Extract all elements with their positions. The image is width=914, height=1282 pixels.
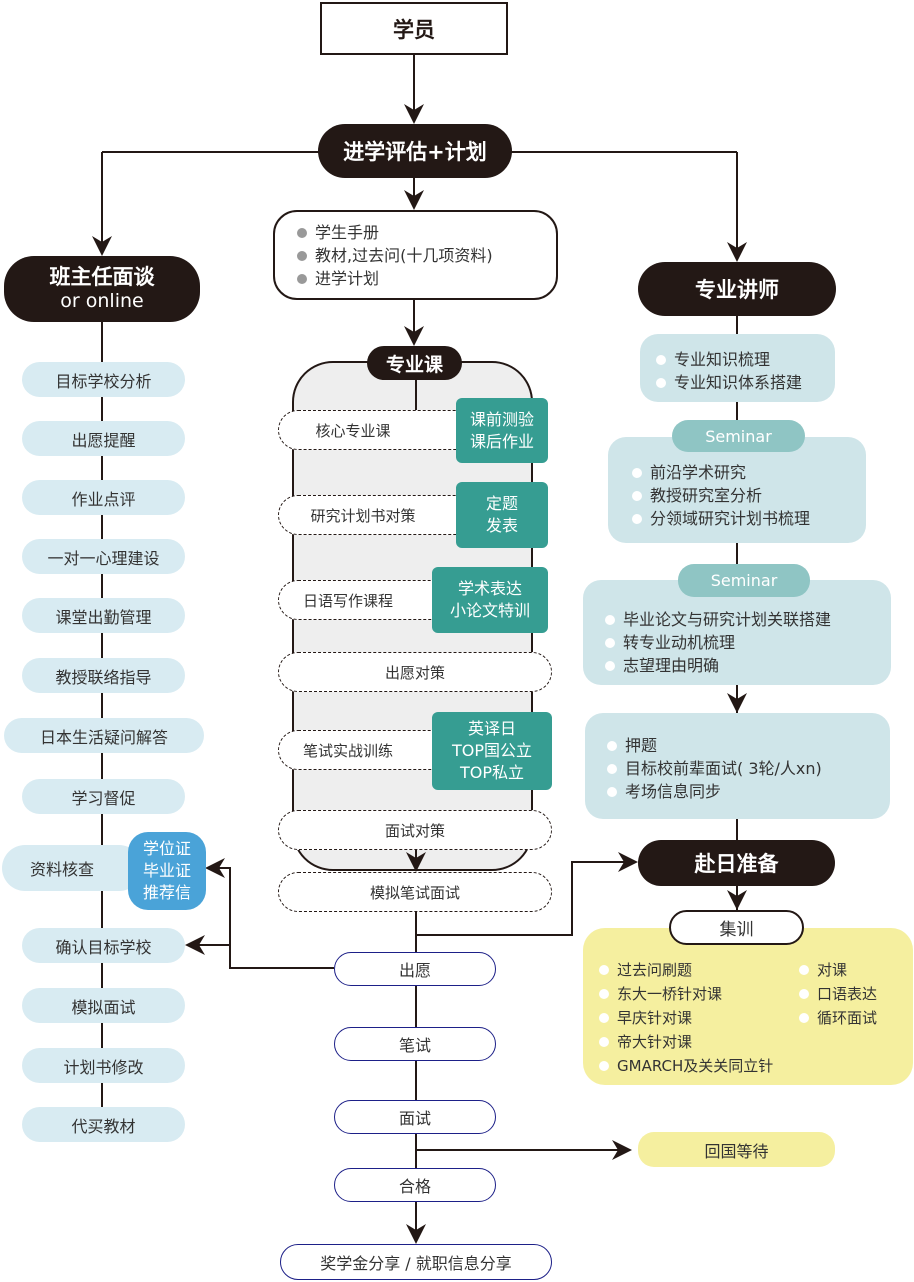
flow-written: 笔试 bbox=[334, 1027, 496, 1061]
list-item: 早庆针对课 bbox=[595, 1006, 795, 1030]
list-item: 毕业论文与研究计划关联搭建 bbox=[601, 608, 831, 631]
step-interview: 面试对策 bbox=[278, 810, 552, 850]
list-item: 东大一桥针对课 bbox=[595, 982, 795, 1006]
left-item: 作业点评 bbox=[22, 480, 185, 515]
list-item: 学生手册 bbox=[293, 221, 493, 244]
left-item: 代买教材 bbox=[22, 1107, 185, 1142]
flow-apply: 出愿 bbox=[334, 952, 496, 986]
left-item: 一对一心理建设 bbox=[22, 539, 185, 574]
list-item: 前沿学术研究 bbox=[628, 461, 810, 484]
list-item: 进学计划 bbox=[293, 267, 493, 290]
list-item: 英译日 bbox=[467, 719, 516, 738]
assessment-pill: 进学评估+计划 bbox=[318, 124, 512, 178]
callout-plan: 定题发表 bbox=[456, 482, 548, 548]
lecturer-pill: 专业讲师 bbox=[638, 262, 836, 316]
list-item: 学位证 bbox=[142, 839, 191, 858]
list-item: 志望理由明确 bbox=[601, 654, 831, 677]
list-item: 帝大针对课 bbox=[595, 1030, 795, 1054]
left-item: 学习督促 bbox=[22, 779, 185, 814]
left-item: 课堂出勤管理 bbox=[22, 598, 185, 633]
list-item: 分领域研究计划书梳理 bbox=[628, 507, 810, 530]
list-item: 推荐信 bbox=[142, 883, 191, 902]
list-item: 小论文特训 bbox=[449, 601, 530, 620]
list-item: 转专业动机梳理 bbox=[601, 631, 831, 654]
left-item: 教授联络指导 bbox=[22, 658, 185, 693]
major-course-pill: 专业课 bbox=[367, 346, 462, 380]
docs-callout: 学位证毕业证推荐信 bbox=[128, 832, 206, 910]
training-pill: 集训 bbox=[669, 910, 804, 945]
callout-writing: 学术表达小论文特训 bbox=[432, 567, 548, 633]
japan-prep-pill: 赴日准备 bbox=[638, 840, 835, 886]
list-item: 专业知识梳理 bbox=[652, 348, 802, 371]
list-item: 课前测验 bbox=[469, 409, 534, 429]
callout-core: 课前测验课后作业 bbox=[456, 398, 548, 463]
left-item: 目标学校分析 bbox=[22, 362, 185, 397]
list-item: 循环面试 bbox=[795, 1006, 877, 1030]
materials-box: 学生手册教材,过去问(十几项资料)进学计划 bbox=[273, 210, 558, 300]
list-item: 学术表达 bbox=[457, 579, 522, 598]
flow-interview: 面试 bbox=[334, 1100, 496, 1134]
lecturer-box4: 押题目标校前辈面试( 3轮/人xn)考场信息同步 bbox=[585, 713, 890, 819]
seminar-pill-1: Seminar bbox=[672, 420, 805, 452]
lecturer-box1: 专业知识梳理专业知识体系搭建 bbox=[640, 334, 835, 402]
left-item: 出愿提醒 bbox=[22, 421, 185, 456]
step-writing: 日语写作课程 bbox=[278, 580, 458, 620]
lecturer-box3: 毕业论文与研究计划关联搭建转专业动机梳理志望理由明确 bbox=[583, 580, 891, 685]
homeroom-subtitle: or online bbox=[60, 290, 144, 312]
left-item: 模拟面试 bbox=[22, 988, 185, 1023]
left-item: 计划书修改 bbox=[22, 1048, 185, 1083]
list-item: 对课 bbox=[795, 958, 877, 982]
list-item: 教授研究室分析 bbox=[628, 484, 810, 507]
step-core: 核心专业课 bbox=[278, 410, 478, 450]
list-item: TOP私立 bbox=[459, 763, 525, 782]
left-item: 确认目标学校 bbox=[22, 928, 185, 963]
callout-exam: 英译日 TOP国公立 TOP私立 bbox=[432, 712, 552, 790]
lecturer-box2: 前沿学术研究教授研究室分析分领域研究计划书梳理 bbox=[608, 437, 866, 543]
flow-share: 奖学金分享 / 就职信息分享 bbox=[280, 1244, 552, 1280]
return-wait: 回国等待 bbox=[638, 1132, 835, 1167]
list-item: TOP国公立 bbox=[451, 741, 533, 760]
step-application: 出愿对策 bbox=[278, 652, 552, 692]
list-item: 口语表达 bbox=[795, 982, 877, 1006]
left-item: 日本生活疑问解答 bbox=[4, 718, 204, 753]
list-item: 发表 bbox=[485, 516, 518, 535]
flow-pass: 合格 bbox=[334, 1168, 496, 1202]
list-item: 毕业证 bbox=[142, 861, 191, 880]
list-item: 目标校前辈面试( 3轮/人xn) bbox=[603, 757, 822, 780]
list-item: GMARCH及关关同立针 bbox=[595, 1054, 795, 1078]
list-item: 过去问刷题 bbox=[595, 958, 795, 982]
list-item: 专业知识体系搭建 bbox=[652, 371, 802, 394]
homeroom-title: 班主任面谈 bbox=[49, 265, 155, 289]
list-item: 考场信息同步 bbox=[603, 780, 822, 803]
left-item: 资料核查 bbox=[2, 845, 142, 891]
student-box: 学员 bbox=[320, 2, 508, 55]
step-exam: 笔试实战训练 bbox=[278, 730, 458, 770]
seminar-pill-2: Seminar bbox=[678, 564, 810, 597]
list-item: 课后作业 bbox=[469, 431, 534, 451]
step-plan: 研究计划书对策 bbox=[278, 495, 478, 535]
list-item: 定题 bbox=[485, 494, 518, 513]
list-item: 教材,过去问(十几项资料) bbox=[293, 244, 493, 267]
step-mock: 模拟笔试面试 bbox=[278, 872, 552, 912]
list-item: 押题 bbox=[603, 734, 822, 757]
